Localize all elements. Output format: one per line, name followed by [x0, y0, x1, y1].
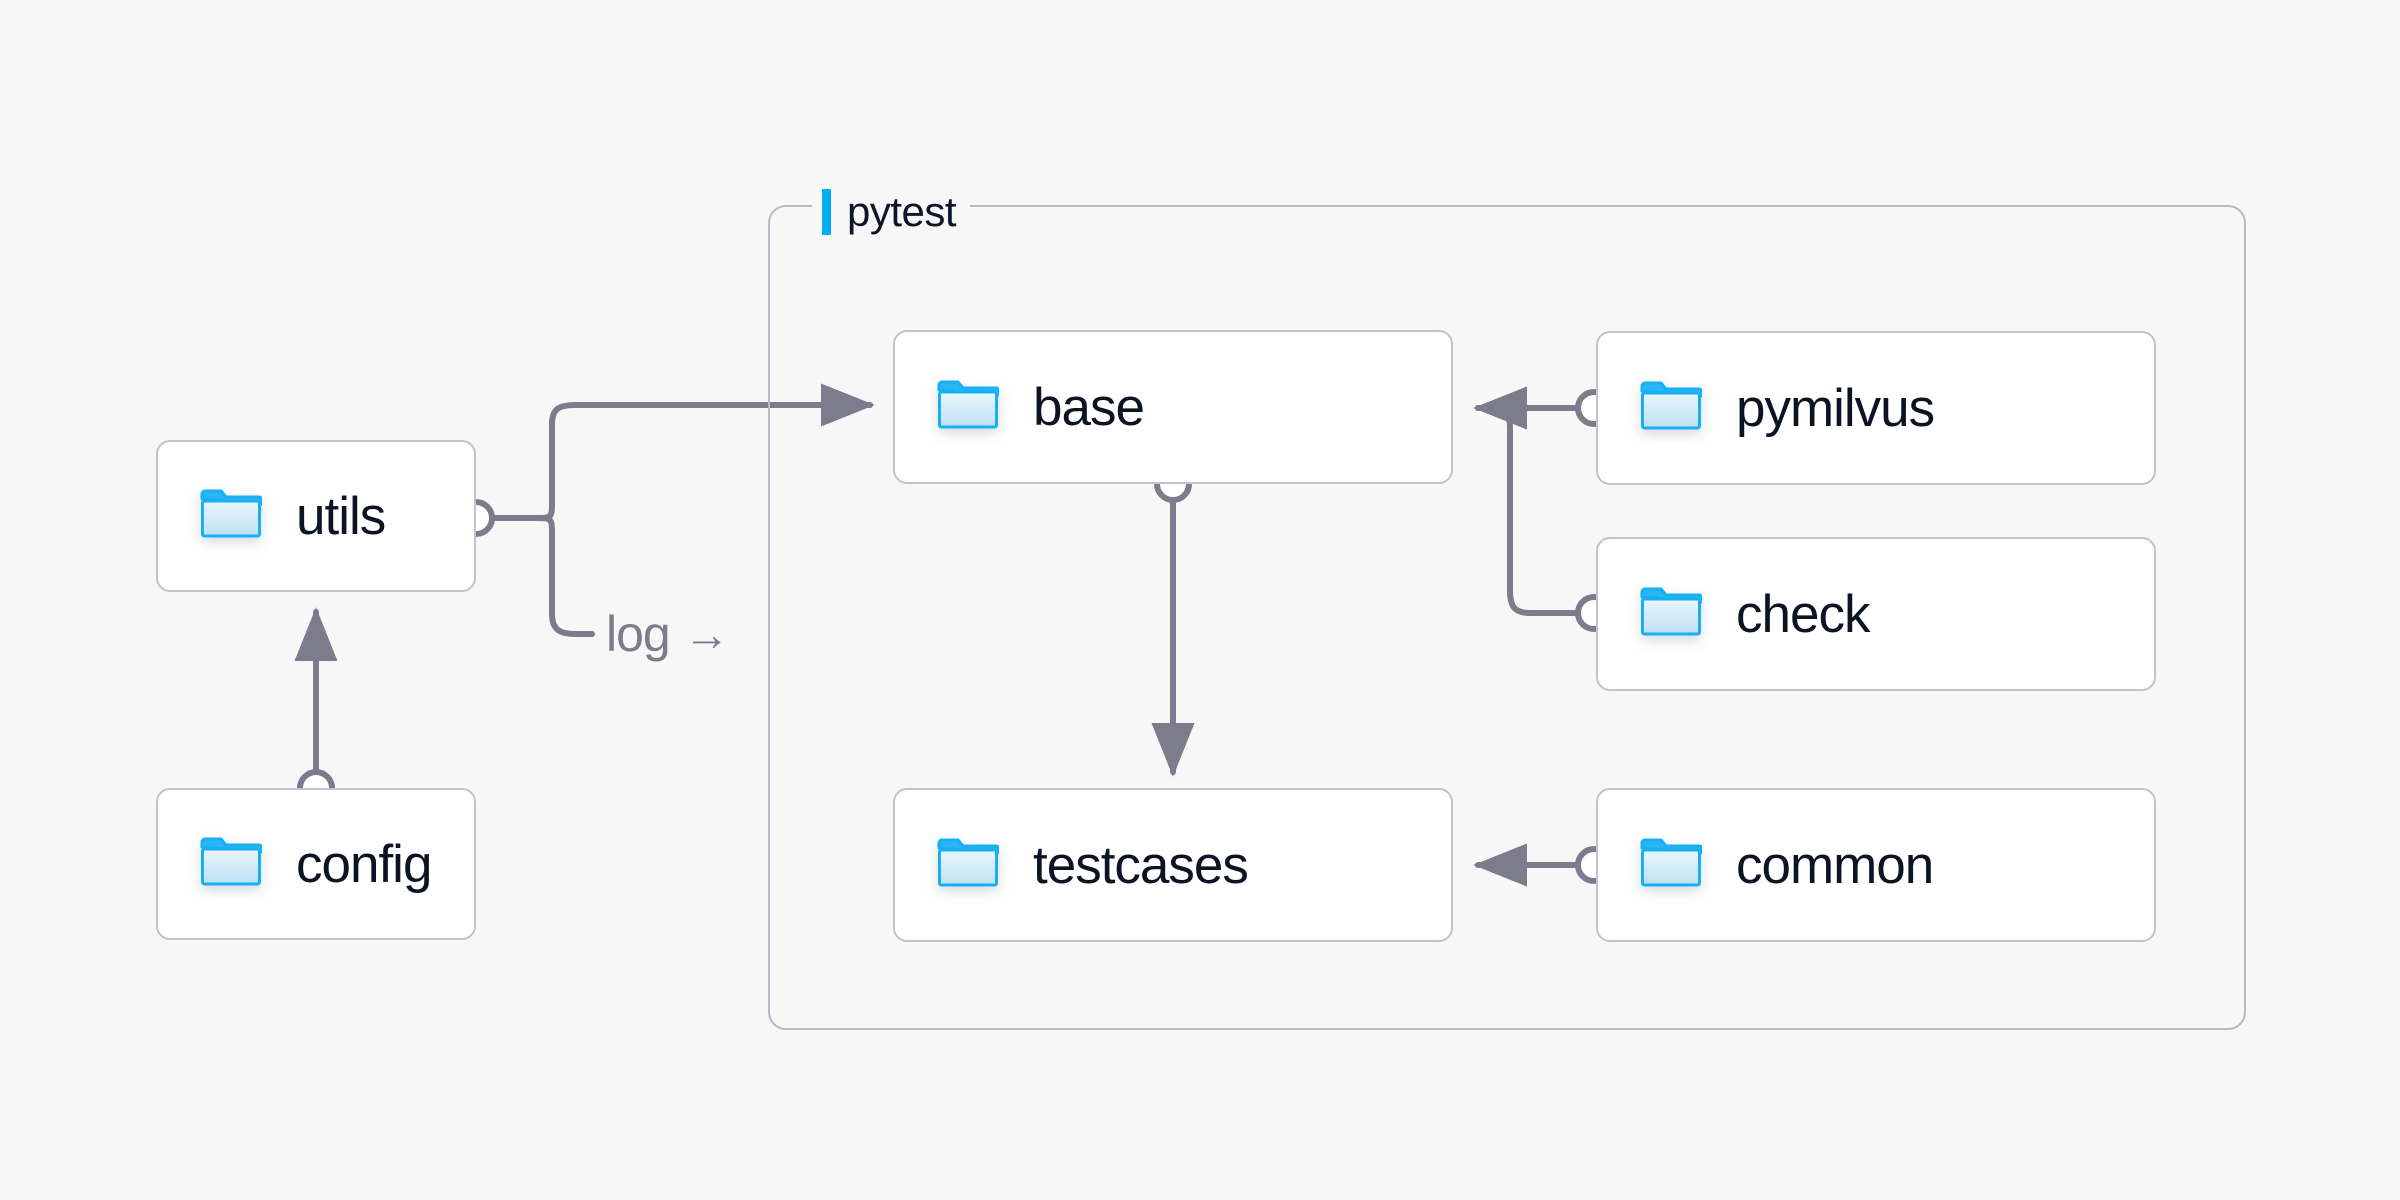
- folder-icon: [200, 489, 264, 544]
- node-pymilvus[interactable]: pymilvus: [1596, 331, 2156, 485]
- folder-icon: [200, 837, 264, 892]
- node-check-label: check: [1736, 584, 1870, 644]
- accent-bar-icon: [822, 189, 831, 235]
- node-config-label: config: [296, 834, 432, 894]
- group-pytest-label: pytest: [812, 188, 971, 235]
- folder-icon: [937, 838, 1001, 893]
- node-utils[interactable]: utils: [156, 440, 476, 592]
- node-testcases[interactable]: testcases: [893, 788, 1453, 942]
- arrow-right-icon: →: [683, 608, 730, 660]
- node-testcases-label: testcases: [1033, 835, 1249, 895]
- folder-icon: [1640, 587, 1704, 642]
- node-check[interactable]: check: [1596, 537, 2156, 691]
- group-pytest[interactable]: [768, 205, 2246, 1030]
- node-common[interactable]: common: [1596, 788, 2156, 942]
- node-base-label: base: [1033, 377, 1145, 437]
- folder-icon: [937, 380, 1001, 435]
- node-config[interactable]: config: [156, 788, 476, 940]
- node-pymilvus-label: pymilvus: [1736, 378, 1935, 438]
- edge-label-log-text: log: [606, 606, 671, 662]
- node-base[interactable]: base: [893, 330, 1453, 484]
- node-common-label: common: [1736, 835, 1934, 895]
- edge-label-log: log →: [606, 605, 730, 663]
- group-pytest-title: pytest: [847, 188, 957, 235]
- folder-icon: [1640, 381, 1704, 436]
- edge-utils-to-log: [533, 515, 595, 637]
- folder-icon: [1640, 838, 1704, 893]
- node-utils-label: utils: [296, 486, 386, 546]
